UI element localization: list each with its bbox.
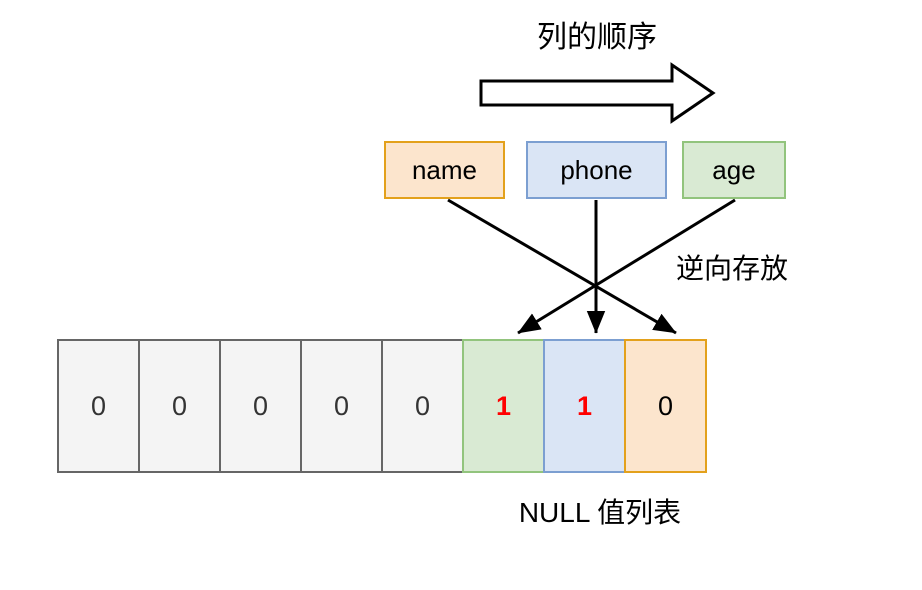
column-to-bitmap-connectors	[447, 198, 736, 335]
bitmap-cell-age[interactable]: 1	[462, 339, 545, 473]
reverse-storage-note: 逆向存放	[676, 253, 789, 284]
column-box-age[interactable]: age	[682, 141, 786, 199]
column-box-phone[interactable]: phone	[526, 141, 667, 199]
bitmap-cell[interactable]: 0	[138, 339, 221, 473]
column-box-name[interactable]: name	[384, 141, 505, 199]
bitmap-cell[interactable]: 0	[57, 339, 140, 473]
bitmap-cell[interactable]: 0	[381, 339, 464, 473]
bitmap-cell[interactable]: 0	[300, 339, 383, 473]
bitmap-cell-phone[interactable]: 1	[543, 339, 626, 473]
arrow-age-to-green-cell	[517, 198, 736, 335]
null-bitmap-caption: NULL 值列表	[518, 497, 682, 528]
column-order-direction-arrow-icon	[479, 62, 716, 124]
bitmap-cell-name[interactable]: 0	[624, 339, 707, 473]
arrow-name-to-orange-cell	[447, 198, 677, 335]
bitmap-cell[interactable]: 0	[219, 339, 302, 473]
column-order-title: 列的顺序	[537, 21, 657, 54]
null-bitmap-row: 0 0 0 0 0 1 1 0	[57, 339, 707, 473]
